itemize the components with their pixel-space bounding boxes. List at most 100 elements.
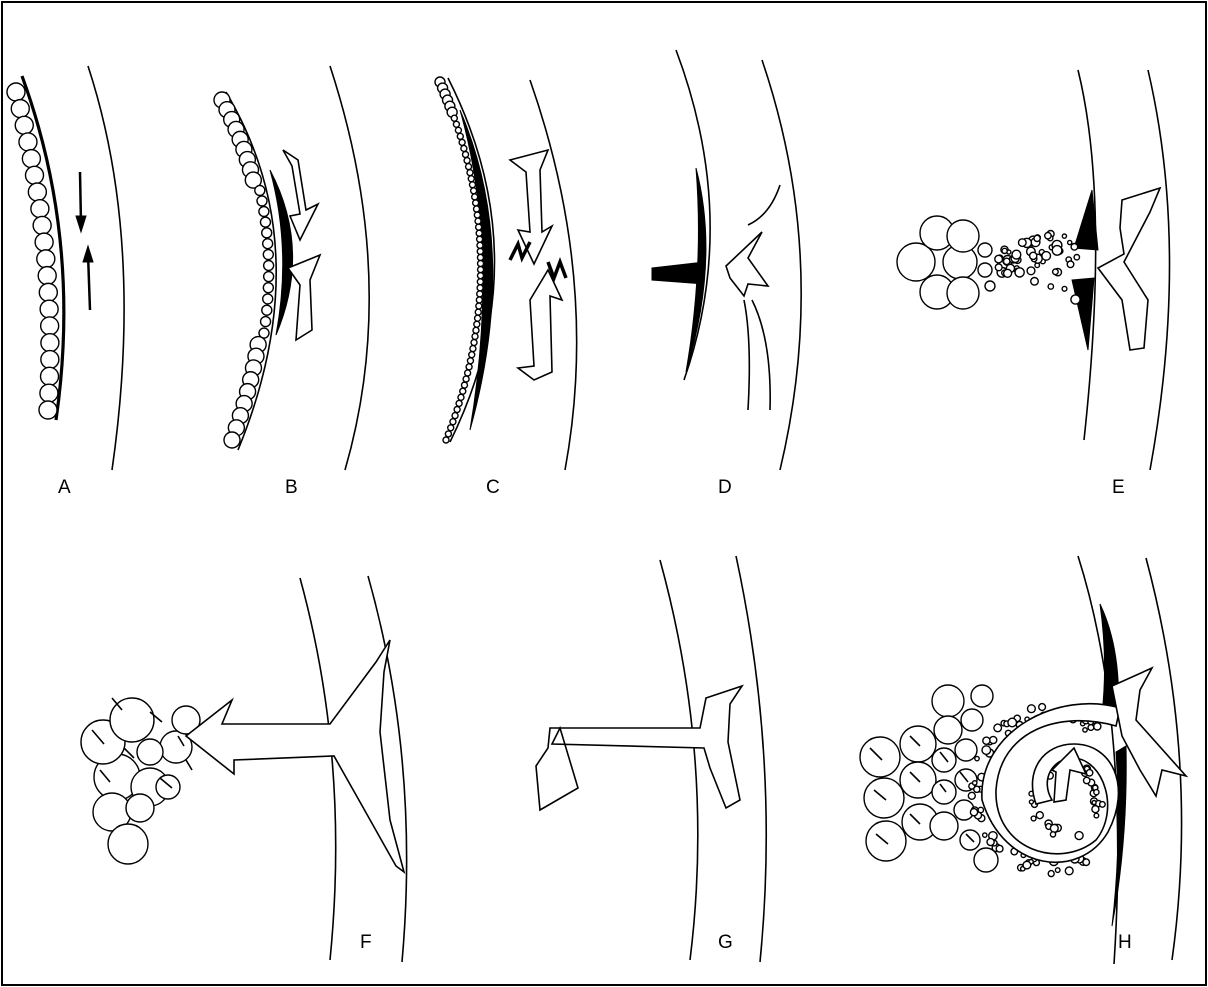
endothelial-cell [467,358,473,364]
vessel-wall-inner [1078,70,1096,440]
flow-arrow-recirculation [536,686,742,810]
endothelial-cell [263,283,273,293]
debris-particle [1048,871,1054,877]
endothelial-cell [478,261,484,267]
turbulence-mark [510,242,530,260]
endothelial-cell [456,400,462,406]
endothelial-cell [477,254,483,260]
endothelial-cell [468,176,474,182]
endothelial-cell [464,158,470,164]
endothelial-cell [472,333,478,339]
debris-particle [1029,800,1033,804]
endothelial-cell [259,206,269,216]
flow-arrow-split [1098,188,1160,350]
platelet-cluster [860,685,998,872]
flow-line [744,300,749,410]
debris-particle [974,786,980,792]
debris-particle [1042,252,1051,261]
endothelial-cell [478,267,484,273]
endothelial-cell [19,133,37,151]
endothelial-cell [475,218,481,224]
debris-particle [1008,718,1017,727]
endothelial-cell [459,139,465,145]
endothelial-cell [37,250,55,268]
debris-particle [1071,295,1080,304]
debris-particle [973,781,977,785]
endothelial-cell [38,267,56,285]
debris-particle [1083,728,1087,732]
debris-particle [1028,705,1036,713]
debris-particle [1036,812,1043,819]
endothelial-cell [469,182,475,188]
flow-arrow-up [288,255,320,340]
debris-particle [1045,233,1051,239]
endothelial-cell-layer [214,92,274,448]
endothelial-cell [476,224,482,230]
debris-particle [1100,802,1106,808]
endothelial-cell [466,164,472,170]
debris-particle [975,756,979,760]
endothelial-cell [471,188,477,194]
shear-arrow-up-head [83,246,93,262]
flow-arrow-up [518,270,562,380]
debris-particle [1004,258,1010,264]
embolism-flow-arrow [186,640,404,872]
debris-particle [1074,255,1079,260]
debris-particle [1088,725,1094,731]
debris-particle [1065,867,1073,875]
endothelial-cell [477,248,483,254]
debris-particle [1050,832,1055,837]
panel-g: G [536,556,766,962]
endothelial-cell [476,230,482,236]
endothelial-cell [475,309,481,315]
debris-particle [1048,284,1053,289]
endothelial-cell [28,183,46,201]
debris-particle [982,746,991,755]
endothelial-cell [445,431,451,437]
endothelial-cell [454,407,460,413]
debris-particle [1062,234,1066,238]
panel-label-c: C [486,477,500,498]
endothelial-cell [264,260,274,270]
endothelial-cell [461,382,467,388]
endothelial-cell [474,206,480,212]
endothelial-cell [262,228,272,238]
endothelial-cell [471,340,477,346]
endothelial-cell [261,317,271,327]
endothelial-cell [477,279,483,285]
endothelial-cell [15,116,33,134]
flow-line [752,300,770,410]
panel-f: F [81,576,407,962]
plaque-deposit-lower [1072,278,1094,350]
debris-particle [970,809,977,816]
endothelial-cell [457,133,463,139]
endothelial-cell [477,242,483,248]
endothelial-cell [476,297,482,303]
endothelial-cell [40,384,58,402]
vessel-wall-outer [736,556,766,962]
debris-particle [983,737,990,744]
endothelial-cell [263,239,273,249]
debris-particle [983,833,987,837]
debris-particle [994,724,1002,732]
endothelial-cell [463,376,469,382]
endothelial-cell [41,317,59,335]
endothelial-cell [260,217,270,227]
vessel-wall-inner [660,560,698,960]
fissure [652,262,704,284]
endothelial-cell [469,352,475,358]
thrombus-debris [995,231,1080,305]
debris-particle [1094,790,1099,795]
endothelial-cell [466,364,472,370]
panel-label-d: D [718,477,732,498]
endothelial-cell [475,315,481,321]
vessel-wall-outer [762,60,801,470]
debris-particle [995,255,1003,263]
panel-e: E [897,70,1170,498]
vessel-wall-inner [300,578,336,960]
debris-particle [1094,723,1101,730]
panel-label-f: F [360,932,372,953]
endothelial-cell [474,212,480,218]
debris-particle [1068,240,1072,244]
